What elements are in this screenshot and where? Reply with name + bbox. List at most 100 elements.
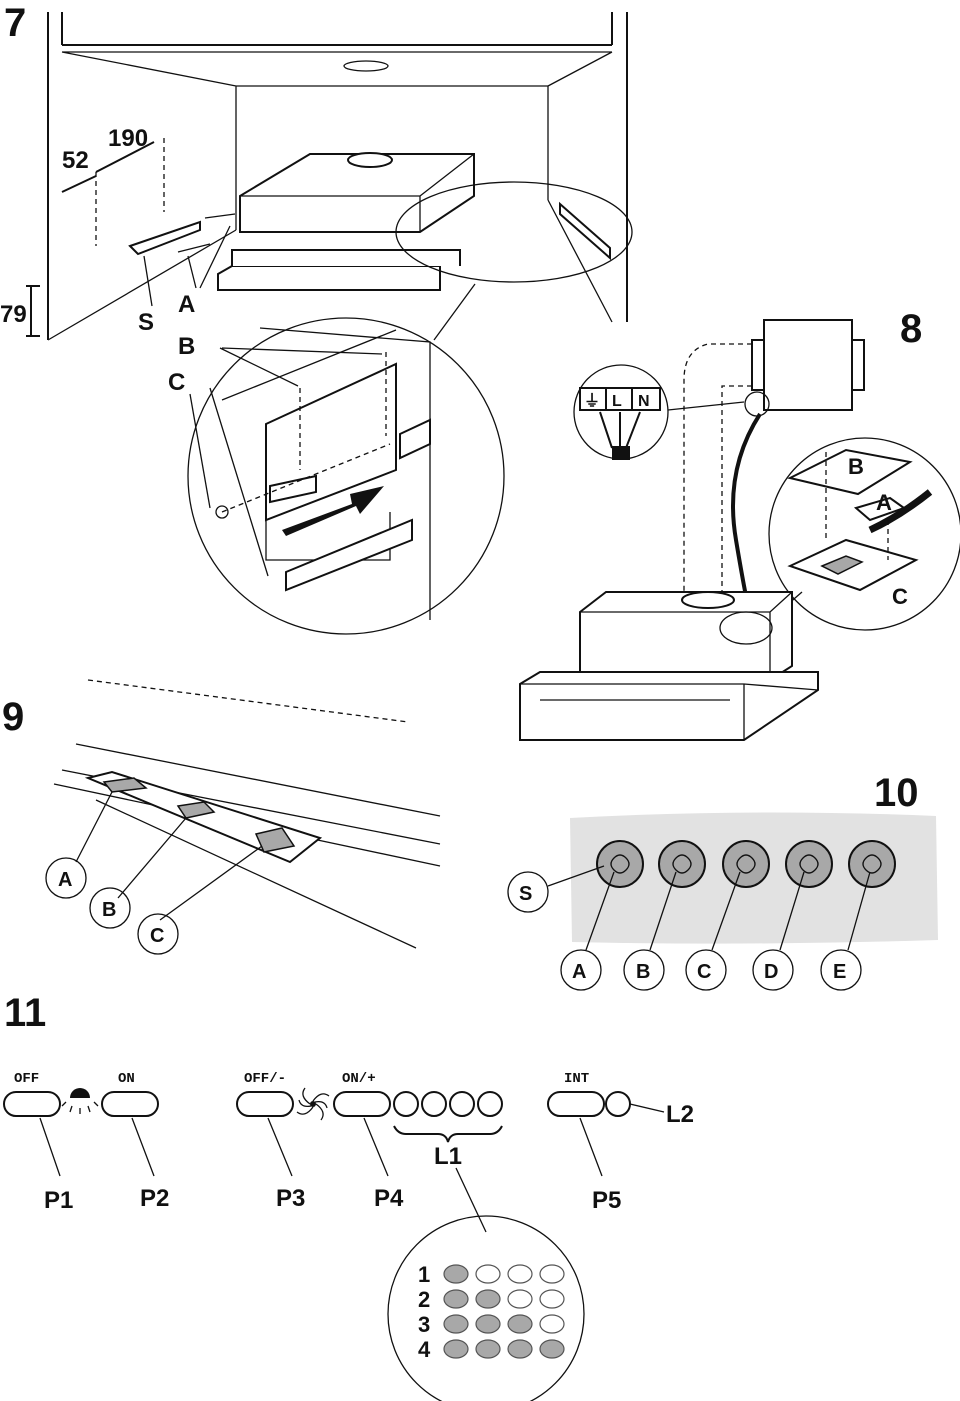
label-p3: P3 [276, 1185, 305, 1212]
interval-button[interactable] [547, 1091, 605, 1117]
panel-label-a: A [58, 869, 72, 891]
dimension-79: 79 [0, 301, 27, 328]
hood-body [239, 153, 475, 233]
panel-label-b: B [102, 899, 116, 921]
terminal-block [579, 387, 661, 411]
knob-e[interactable] [848, 840, 896, 888]
speed-led-2 [421, 1091, 447, 1117]
terminal-leader [667, 401, 745, 411]
knob-a[interactable] [596, 840, 644, 888]
knob-d[interactable] [785, 840, 833, 888]
speed-level-label: 4 [418, 1337, 431, 1362]
figure-7-number: 7 [4, 1, 26, 45]
terminal-cable [612, 446, 630, 460]
knob-label-s: S [519, 883, 532, 905]
hood-tray-rim [231, 249, 461, 266]
pcb-label-b: B [848, 454, 864, 479]
knob-label-e: E [833, 961, 846, 983]
circle-label-c [137, 913, 179, 955]
pcb-cover-b [787, 448, 913, 496]
label-a: A [178, 291, 195, 318]
hood-8-outlet [681, 591, 735, 609]
detail-wall-lines [209, 327, 431, 620]
speed-level-label: 3 [418, 1312, 430, 1337]
screws-a [177, 213, 236, 253]
speed-led-1 [393, 1091, 419, 1117]
knob-leaders [585, 871, 871, 951]
speed-led-lit [443, 1314, 469, 1334]
circle-label-knob-b [623, 949, 665, 991]
pcb-cable [868, 489, 933, 534]
pcb-connector [820, 555, 864, 575]
hood-8-cable-entry [719, 611, 773, 645]
pcb-detail-circle [768, 437, 960, 631]
hood-8-tray [519, 671, 819, 741]
figure-10-number: 10 [874, 771, 919, 815]
knob-leader-s [547, 865, 605, 887]
label-l1: L1 [434, 1143, 462, 1170]
figure-8: 8 ⏚ L N B A C [519, 307, 960, 741]
label-p5: P5 [592, 1187, 621, 1214]
cabinet-walls [47, 12, 628, 340]
detail-zoom-ellipse [395, 181, 633, 283]
speed-led-lit [507, 1339, 533, 1359]
speed-led-lit [475, 1289, 501, 1309]
dim-52-arrow [61, 175, 97, 193]
speed-led-unlit [539, 1289, 565, 1309]
speed-led-lit [443, 1264, 469, 1284]
cabinet-ceiling-hole [343, 60, 389, 72]
motor-box-flanges [751, 339, 865, 391]
pcb-label-a: A [876, 490, 892, 515]
button-on-plus-text: ON/+ [342, 1071, 376, 1087]
label-s: S [138, 309, 154, 336]
interval-led [605, 1091, 631, 1117]
speed-led-lit [443, 1339, 469, 1359]
detail-circle [187, 317, 505, 635]
pcb-label-c: C [892, 584, 908, 609]
speed-led-lit [475, 1339, 501, 1359]
terminal-wires [599, 411, 641, 449]
washer [215, 505, 229, 519]
label-b-leaders [219, 347, 383, 387]
speed-led-4 [477, 1091, 503, 1117]
speed-table-circle [387, 1215, 585, 1401]
cabinet-interior [61, 51, 613, 323]
label-l2: L2 [666, 1101, 694, 1128]
speed-led-unlit [475, 1264, 501, 1284]
speed-level-label: 2 [418, 1287, 430, 1312]
knob-b[interactable] [658, 840, 706, 888]
speed-led-unlit [539, 1264, 565, 1284]
button-off-text: OFF [14, 1071, 39, 1087]
knob-cross-icon [799, 854, 819, 874]
label-p1: P1 [44, 1187, 73, 1214]
speed-led-3 [449, 1091, 475, 1117]
circle-label-knob-a [560, 949, 602, 991]
knob-row [596, 840, 896, 888]
detail-bracket [399, 418, 431, 460]
detail-label-c: C [168, 369, 185, 396]
light-off-button[interactable] [3, 1091, 61, 1117]
fan-off-minus-button[interactable] [236, 1091, 294, 1117]
pcb-dashed-guides [825, 452, 889, 560]
knob-c[interactable] [722, 840, 770, 888]
knob-cross-icon [736, 854, 756, 874]
knob-label-b: B [636, 961, 650, 983]
detail-slot [269, 474, 317, 504]
light-on-button[interactable] [101, 1091, 159, 1117]
control-button-a [102, 777, 148, 793]
label-p4: P4 [374, 1185, 404, 1212]
speed-led-unlit [507, 1264, 533, 1284]
figure-9-number: 9 [2, 695, 24, 739]
speed-led-lit [475, 1314, 501, 1334]
fan-on-plus-button[interactable] [333, 1091, 391, 1117]
dim-guides [95, 138, 165, 246]
button-int-text: INT [564, 1071, 589, 1087]
bracket-left [128, 220, 201, 256]
speed-led-lit [507, 1314, 533, 1334]
dimension-190: 190 [108, 125, 148, 152]
motor-box [763, 319, 853, 411]
circle-label-knob-c [685, 949, 727, 991]
circle-label-a [45, 857, 87, 899]
figure-7: 7 190 52 79 S A [0, 1, 633, 635]
dim-79-arrow [26, 285, 40, 337]
